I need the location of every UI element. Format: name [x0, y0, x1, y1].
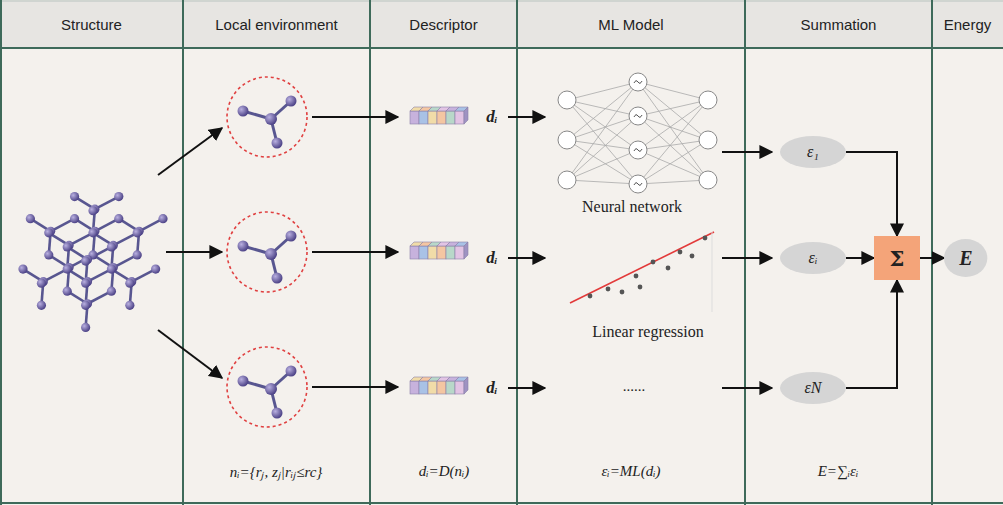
- column-header: ML Model: [598, 16, 663, 33]
- local-environments: [227, 77, 307, 427]
- node-text: Σ: [890, 246, 905, 271]
- column-header: Summation: [801, 16, 877, 33]
- value-ellipse: εN: [780, 372, 846, 404]
- column-header: Descriptor: [409, 16, 477, 33]
- descriptor-symbol: dᵢ: [486, 378, 497, 398]
- sum-box: Σ: [874, 236, 920, 280]
- table-column: EnergyE: [932, 0, 1003, 505]
- table-column: Structure: [0, 0, 183, 505]
- node-text: ε₁: [807, 143, 819, 161]
- table-column: ML Model: [517, 0, 745, 505]
- connector-arrow: [846, 152, 897, 236]
- column-header: Local environment: [215, 16, 338, 33]
- node-text: εᵢ: [809, 249, 818, 267]
- flow-arrows: [158, 117, 772, 388]
- formula: E=∑ᵢεᵢ: [818, 463, 859, 480]
- descriptor-vectors: [410, 107, 468, 394]
- formula: nᵢ={rⱼ, zⱼ|rᵢⱼ≤rc}: [230, 461, 323, 481]
- table-column: Local environment: [183, 0, 370, 505]
- column-header-cell: Summation: [745, 0, 932, 48]
- column-header: Energy: [944, 16, 992, 33]
- value-ellipse: E: [944, 239, 987, 277]
- value-ellipse: ε₁: [780, 136, 846, 168]
- model-caption: Linear regression: [592, 323, 704, 341]
- column-header-cell: Local environment: [183, 0, 370, 48]
- formula: εᵢ=ML(dᵢ): [601, 463, 660, 480]
- column-header-cell: Energy: [932, 0, 1003, 48]
- column-header-cell: Descriptor: [370, 0, 517, 48]
- node-text: εN: [805, 379, 822, 397]
- descriptor-symbol: dᵢ: [486, 248, 497, 268]
- neural-network-icon: [558, 73, 717, 193]
- table-column: Summation ε₁ εᵢ εN Σ: [745, 0, 932, 505]
- connector-arrow: [846, 257, 874, 259]
- model-caption: ......: [623, 378, 646, 395]
- crystal-structure: [18, 192, 167, 332]
- node-text: E: [959, 247, 972, 270]
- column-header-cell: ML Model: [517, 0, 745, 48]
- descriptor-symbol: dᵢ: [486, 107, 497, 127]
- column-header: Structure: [61, 16, 122, 33]
- formula: dᵢ=D(nᵢ): [419, 463, 470, 480]
- linear-regression-icon: [570, 232, 714, 312]
- model-caption: Neural network: [582, 198, 682, 216]
- connector-arrow: [920, 257, 944, 259]
- connector-arrow: [846, 280, 897, 388]
- column-header-cell: Structure: [0, 0, 183, 48]
- value-ellipse: εᵢ: [780, 242, 846, 274]
